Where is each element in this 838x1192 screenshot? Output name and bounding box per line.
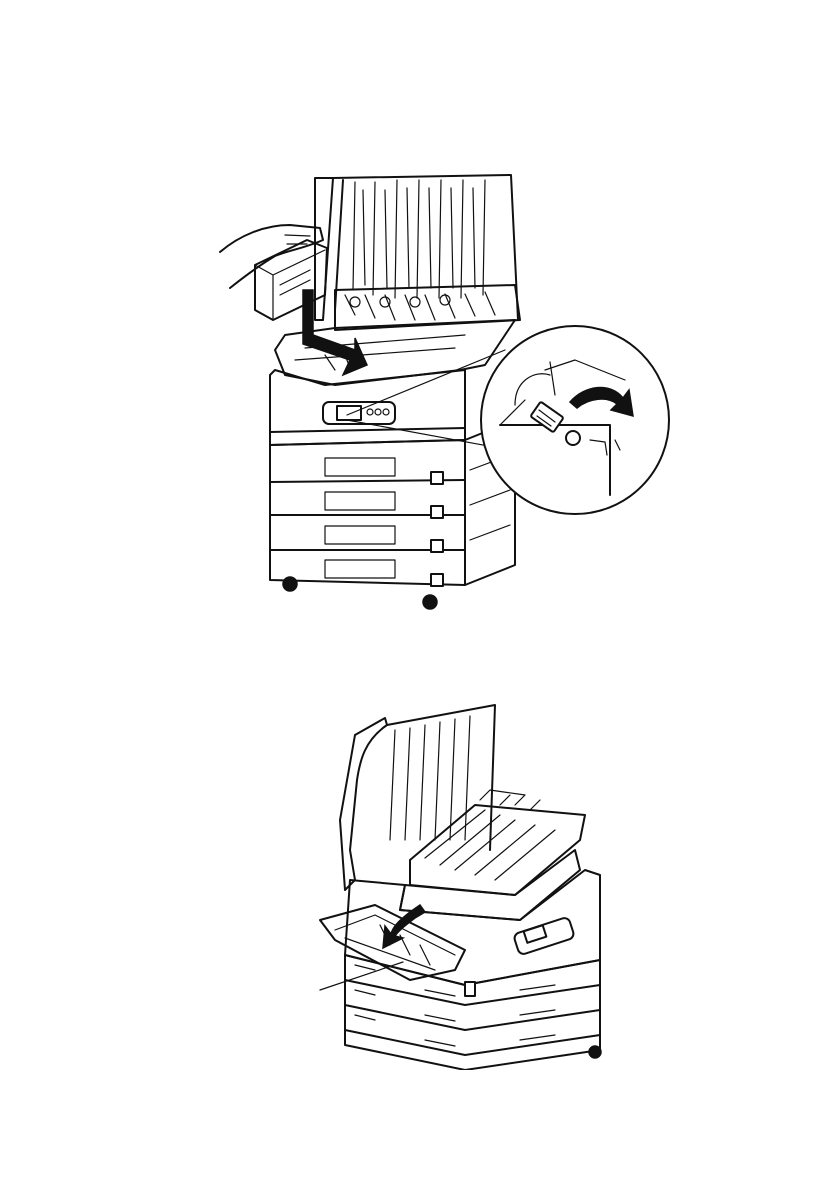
caster-wheel — [589, 1046, 601, 1058]
paper-trays — [345, 955, 600, 1070]
lcd-display — [337, 406, 361, 420]
printer-illustration-top — [215, 170, 675, 615]
toner-cartridges — [400, 790, 585, 920]
open-top-cover — [340, 705, 495, 890]
figure-waste-toner-insertion — [215, 170, 675, 615]
caster-wheel-right — [423, 595, 437, 609]
paper-trays — [270, 420, 515, 586]
figure-side-door-closing — [315, 700, 615, 1070]
open-top-cover — [315, 175, 520, 330]
printer-illustration-bottom — [315, 700, 615, 1070]
caster-wheel-left — [283, 577, 297, 591]
printer-front-upper — [270, 370, 465, 445]
